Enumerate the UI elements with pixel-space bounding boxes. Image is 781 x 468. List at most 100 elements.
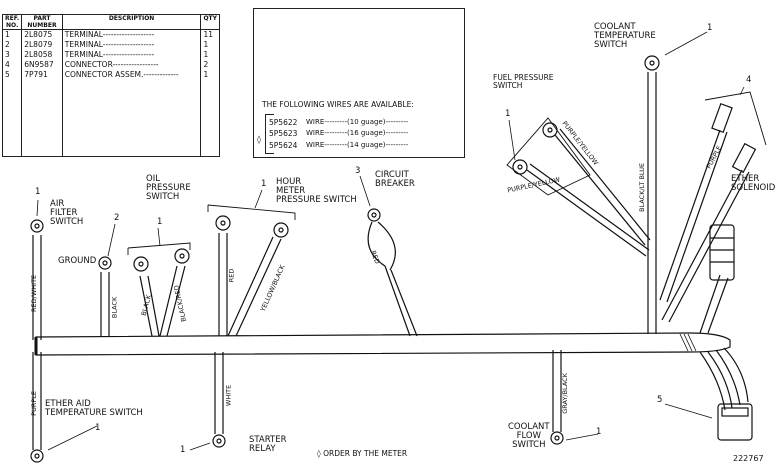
callout-3: 3 bbox=[355, 166, 361, 176]
coolant-temp-label: COOLANT TEMPERATURE SWITCH bbox=[594, 22, 656, 50]
ground-terminal bbox=[98, 256, 112, 270]
wire-white bbox=[214, 352, 224, 434]
row-qty: 1 bbox=[200, 40, 220, 50]
wire-ether-a bbox=[659, 129, 728, 303]
callout-1: 1 bbox=[596, 427, 602, 437]
coolant-temp-terminal-hole bbox=[649, 60, 655, 66]
wire-purple-yellow-b bbox=[526, 163, 650, 257]
starter-relay-terminal-hole bbox=[216, 438, 222, 444]
fuel-bracket bbox=[506, 117, 591, 196]
wire-label-red-hour: RED bbox=[227, 268, 236, 283]
wire-black-lt-blue bbox=[647, 72, 657, 334]
fuel-terminal-b bbox=[512, 159, 528, 175]
wire-label-black-ground: BLACK bbox=[110, 296, 119, 319]
coolant-flow-terminal-hole bbox=[554, 435, 560, 441]
main-trunk bbox=[35, 332, 731, 356]
callout-1: 1 bbox=[157, 217, 163, 227]
wire-black-red-oil bbox=[159, 265, 186, 337]
row-qty: 11 bbox=[200, 29, 220, 40]
wire-black-ground bbox=[100, 272, 110, 337]
wire-red-breaker bbox=[384, 265, 418, 337]
row-ref: 1 bbox=[1, 29, 23, 40]
wires-list-bracket bbox=[265, 114, 274, 154]
table-row: 3 2L8058 TERMINAL------------------- 1 bbox=[1, 50, 220, 60]
connector-4b bbox=[731, 142, 757, 174]
callout-1: 1 bbox=[95, 423, 101, 433]
coolant-flow-terminal bbox=[550, 431, 564, 445]
ether-solenoid-connector bbox=[709, 224, 735, 281]
connector-assem-slot bbox=[721, 407, 749, 417]
ether-aid-terminal-hole bbox=[34, 453, 40, 459]
ground-label: GROUND bbox=[58, 256, 97, 266]
oil-terminal-b-hole bbox=[179, 253, 185, 259]
row-qty: 1 bbox=[200, 50, 220, 60]
breaker-terminal bbox=[367, 208, 381, 222]
starter-relay-label: STARTER RELAY bbox=[249, 435, 287, 454]
starter-relay-terminal bbox=[212, 434, 226, 448]
figure-number: 222767 bbox=[733, 454, 764, 463]
description-header: DESCRIPTION bbox=[61, 14, 202, 30]
ether-solenoid-lead bbox=[699, 274, 729, 334]
row-ref: 4 bbox=[1, 60, 23, 70]
table-row: 1 2L8075 TERMINAL------------------- 11 bbox=[1, 29, 220, 40]
air-filter-label: AIR FILTER SWITCH bbox=[50, 199, 84, 227]
connector-bracket bbox=[704, 91, 767, 146]
trunk-junction-hatch bbox=[679, 333, 697, 352]
callout-2: 2 bbox=[114, 213, 120, 223]
row-part: 7P791 bbox=[21, 70, 63, 157]
row-desc: TERMINAL------------------- bbox=[61, 40, 202, 50]
callout-4: 4 bbox=[746, 75, 752, 85]
available-wires-box bbox=[253, 8, 465, 158]
fuel-pressure-label: FUEL PRESSURE SWITCH bbox=[493, 73, 554, 90]
wire-red-hourmeter bbox=[218, 233, 228, 336]
wire-label-white: WHITE bbox=[224, 384, 233, 407]
row-desc: CONNECTOR----------------- bbox=[61, 60, 202, 70]
hour-terminal-b-hole bbox=[278, 227, 284, 233]
oil-bracket bbox=[127, 242, 191, 255]
ether-aid-label: ETHER AID TEMPERATURE SWITCH bbox=[45, 399, 143, 418]
breaker-terminal-hole bbox=[371, 212, 377, 218]
wire-label-black-lt-blue: BLACK/LT BLUE bbox=[638, 162, 647, 212]
row-qty: 2 bbox=[200, 60, 220, 70]
fuel-terminal-a bbox=[542, 122, 558, 138]
row-ref: 5 bbox=[1, 70, 23, 157]
wire-black-oil bbox=[139, 275, 160, 337]
wire-option-10-desc: WIRE---------(10 guage)--------- bbox=[306, 118, 409, 126]
row-desc: CONNECTOR ASSEM.------------- bbox=[61, 70, 202, 157]
wire-option-10-part: 5P5622 bbox=[269, 118, 298, 127]
wires-box-title: THE FOLLOWING WIRES ARE AVAILABLE: bbox=[262, 100, 414, 109]
callout-1: 1 bbox=[261, 179, 267, 189]
ether-solenoid-label: ETHER SOLENOID bbox=[731, 174, 776, 193]
row-ref: 2 bbox=[1, 40, 23, 50]
breaker-loop bbox=[367, 221, 396, 271]
wire-option-14-desc: WIRE---------(14 guage)--------- bbox=[306, 141, 409, 149]
hour-terminal-a-hole bbox=[220, 220, 226, 226]
hour-terminal-b bbox=[273, 222, 289, 238]
part-number-header: PART NUMBER bbox=[21, 14, 63, 30]
row-desc: TERMINAL------------------- bbox=[61, 29, 202, 40]
hour-meter-label: HOUR METER PRESSURE SWITCH bbox=[276, 177, 357, 205]
callout-1: 1 bbox=[180, 445, 186, 455]
hour-bracket bbox=[207, 204, 296, 220]
parts-table: REF. NO. PART NUMBER DESCRIPTION QTY 1 2… bbox=[1, 14, 220, 157]
ether-aid-terminal bbox=[30, 449, 44, 463]
oil-terminal-a bbox=[133, 256, 149, 272]
wire-option-16-part: 5P5623 bbox=[269, 129, 298, 138]
wire-option-marker: ◊ bbox=[257, 135, 261, 144]
callout-1: 1 bbox=[707, 23, 713, 33]
wire-ether-b bbox=[661, 169, 750, 323]
oil-pressure-label: OIL PRESSURE SWITCH bbox=[146, 174, 191, 202]
air-filter-terminal-hole bbox=[34, 223, 40, 229]
table-row: 4 6N9587 CONNECTOR----------------- 2 bbox=[1, 60, 220, 70]
wire-yellow-black bbox=[227, 236, 282, 337]
connector-assem-body bbox=[717, 403, 753, 441]
wire-label-purple: PURPLE bbox=[30, 390, 39, 416]
connector-4a bbox=[711, 102, 733, 134]
wire-purple bbox=[32, 352, 42, 450]
wire-gray-black bbox=[552, 350, 562, 432]
order-note: ◊ ORDER BY THE METER bbox=[317, 449, 408, 458]
hour-terminal-a bbox=[215, 215, 231, 231]
coolant-flow-label: COOLANT FLOW SWITCH bbox=[508, 422, 550, 450]
